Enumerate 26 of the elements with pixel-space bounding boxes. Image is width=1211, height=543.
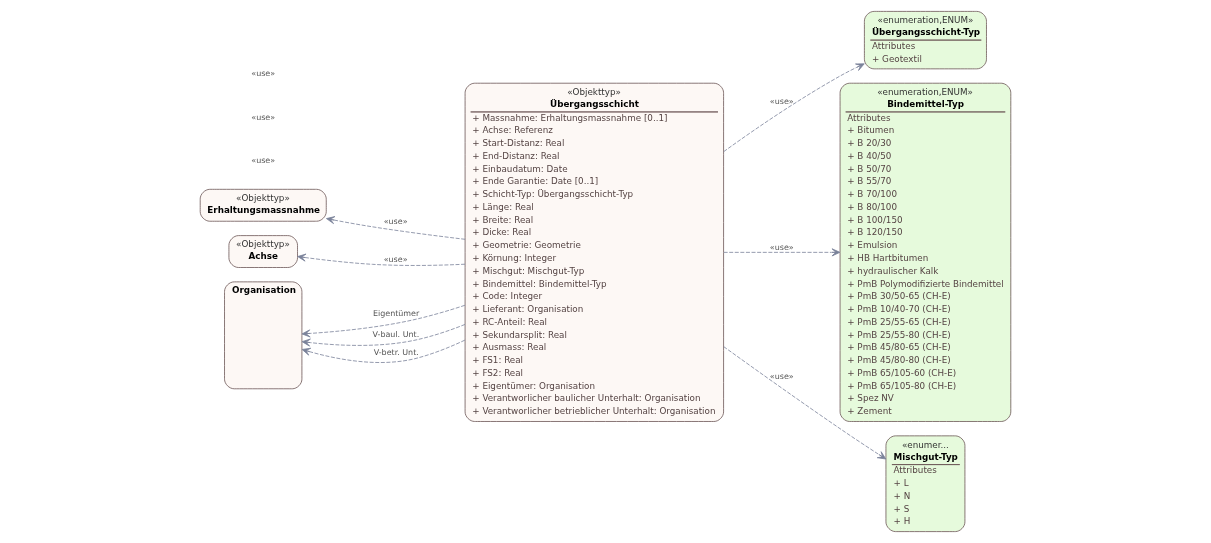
arrow xyxy=(301,304,466,338)
arrow xyxy=(301,339,466,363)
label: «use» xyxy=(251,112,276,122)
edge-label: «use» xyxy=(769,372,794,382)
node-box: «Objekttyp» Achse xyxy=(228,235,298,268)
edge-label: Eigentümer xyxy=(372,309,420,319)
node-box: «enumeration,ENUM» Bindemittel-Typ Attributes + Bitumen + B 20/30 + B 40/50 + B 50/70 + B 55/70 + B 70/100 + B 80/100 + B 100/150 + B 120/150 + Emulsion + HB Hartbitumen + hydraulischer Kalk + PmB Polymodifizierte Bindemittel + PmB 30/50-65 (CH-E) + PmB 10/40-70 (CH-E) + PmB 25/55-65 (CH-E) + PmB 25/55-80 (CH-E) + PmB 45/80-65 (CH-E) + PmB 45/80-80 (CH-E) + PmB 65/105-60 (CH-E) + PmB 65/105-80 (CH-E) + Spez NV + Zement xyxy=(839,82,1012,422)
arrow xyxy=(723,346,887,460)
edge-label: V-betr. Unt. xyxy=(373,348,419,358)
edge-label: «use» xyxy=(383,254,408,264)
node-box: «enumer... Mischgut-Typ Attributes + L + N + S + H xyxy=(885,435,966,532)
label: «use» xyxy=(251,69,276,79)
node-box: «enumeration,ENUM» Übergangsschicht-Typ Attributes + Geotextil xyxy=(864,11,987,70)
arrow xyxy=(301,324,466,347)
arrow xyxy=(326,216,466,240)
node-box: «Objekttyp» Übergangsschicht + Massnahme: Erhaltungsmassnahme [0..1] + Achse: Referenz + Start-Distanz: Real + End-Distanz: Real + Einbaudatum: Date + Ende Garantie: Date [0..1] + Schicht-Typ: Übergangsschicht-Typ + Länge: Real + Breite: Real + Dicke: Real + Geometrie: Geometrie + Körnung: Integer + Mischgut: Mischgut-Typ + Bindemittel: Bindemittel-Typ + Code: Integer + Lieferant: Organisation + RC-Anteil: Real + Sekundarsplit: Real + Ausmass: Real + FS1: Real + FS2: Real + Eigentümer: Organisation + Verantworlicher baulicher Unterhalt: Organisation + Verantworlicher betrieblicher Unterhalt: Organisation xyxy=(464,82,724,422)
arrow xyxy=(723,248,841,257)
edge-label: «use» xyxy=(769,242,794,252)
arrow xyxy=(297,253,466,266)
label: «use» xyxy=(251,155,276,165)
edge-label: «use» xyxy=(383,217,408,227)
node-box: Organisation xyxy=(224,281,303,390)
edge-label: «use» xyxy=(769,96,794,106)
arrow xyxy=(723,63,865,152)
node-box: «Objekttyp» Erhaltungsmassnahme xyxy=(199,188,327,222)
edge-label: V-baul. Unt. xyxy=(372,329,420,339)
